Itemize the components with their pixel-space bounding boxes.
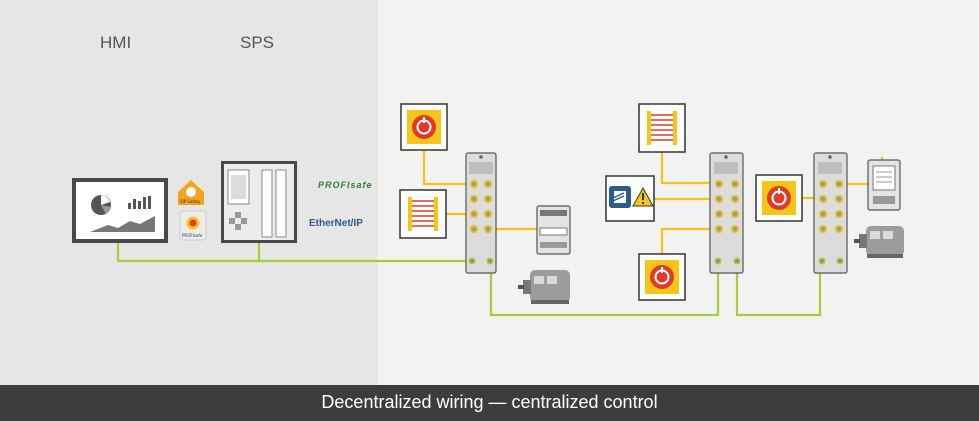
frequency-inverter-icon: [536, 205, 571, 255]
hmi-label: HMI: [100, 33, 132, 52]
sps-label: SPS: [240, 33, 275, 52]
profisafe-badge-label: PROFIsafe: [182, 233, 203, 238]
sip-safety-badge: [178, 180, 204, 205]
io-module-3: [813, 152, 848, 274]
emergency-stop-icon: [638, 253, 686, 301]
io-module-1: [465, 152, 497, 274]
plc-icon: [221, 161, 297, 243]
light-curtain-icon: [638, 103, 686, 153]
motor-icon: [518, 270, 570, 304]
ethernetip-logo: EtherNet/IP: [309, 218, 363, 229]
caption-text: Decentralized wiring — centralized contr…: [321, 392, 658, 412]
hmi-monitor-icon: [72, 178, 168, 243]
ethernet-bus-lines: [116, 239, 822, 317]
profisafe-logo: PROFIsafe: [318, 180, 373, 190]
sip-safety-label: SIP Safety: [180, 199, 201, 204]
motor-icon: [854, 226, 904, 258]
profisafe-badge: [179, 210, 207, 241]
io-module-2: [709, 152, 744, 274]
frequency-inverter-icon: [867, 159, 901, 211]
safety-warning-icon: [605, 175, 655, 222]
light-curtain-icon: [399, 189, 447, 239]
emergency-stop-icon: [400, 103, 448, 151]
emergency-stop-icon: [755, 174, 803, 222]
caption-bar: [0, 385, 979, 421]
